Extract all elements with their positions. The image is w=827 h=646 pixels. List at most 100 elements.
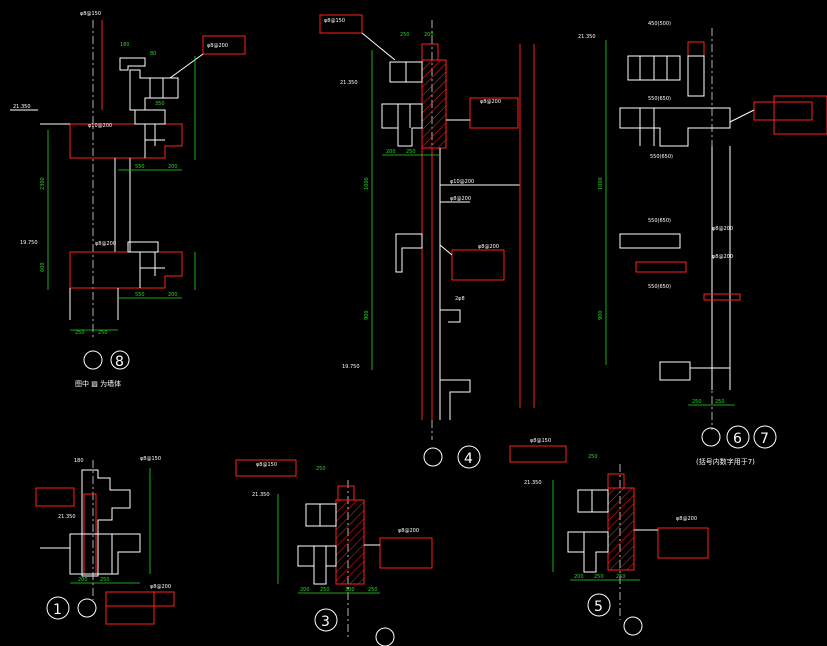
svg-text:21.350: 21.350 bbox=[340, 80, 358, 86]
svg-text:1: 1 bbox=[53, 602, 62, 618]
svg-text:200: 200 bbox=[168, 292, 178, 298]
section-mark-7 bbox=[753, 425, 777, 449]
svg-text:600: 600 bbox=[40, 262, 46, 272]
svg-text:300: 300 bbox=[345, 587, 355, 593]
svg-text:250: 250 bbox=[594, 574, 604, 580]
svg-text:φ8@200: φ8@200 bbox=[712, 226, 733, 232]
svg-text:1000: 1000 bbox=[364, 177, 370, 190]
level-label: 19.750 bbox=[20, 240, 38, 246]
svg-text:2φ8: 2φ8 bbox=[455, 296, 465, 302]
svg-text:φ8@150: φ8@150 bbox=[256, 462, 277, 468]
section-mark-6 bbox=[726, 425, 750, 449]
svg-text:5: 5 bbox=[594, 599, 603, 615]
svg-text:200: 200 bbox=[168, 164, 178, 170]
wall-hatch bbox=[421, 59, 447, 149]
svg-text:21.350: 21.350 bbox=[524, 480, 542, 486]
svg-text:φ8@200: φ8@200 bbox=[95, 241, 116, 247]
leader-line bbox=[169, 53, 204, 79]
svg-text:180: 180 bbox=[120, 42, 130, 48]
callout-box bbox=[35, 487, 75, 507]
section-mark-4 bbox=[457, 445, 481, 469]
svg-text:φ8@150: φ8@150 bbox=[324, 18, 345, 24]
section-mark-3 bbox=[314, 608, 338, 632]
svg-text:6: 6 bbox=[733, 431, 742, 447]
svg-text:φ10@200: φ10@200 bbox=[450, 179, 474, 185]
svg-text:φ8@200: φ8@200 bbox=[712, 254, 733, 260]
svg-text:φ8@150: φ8@150 bbox=[530, 438, 551, 444]
roof-beam bbox=[69, 123, 183, 159]
svg-text:8: 8 bbox=[115, 354, 124, 370]
callout-box bbox=[509, 445, 567, 463]
svg-text:φ8@200: φ8@200 bbox=[478, 244, 499, 250]
callout-box bbox=[379, 537, 433, 569]
svg-text:550(650): 550(650) bbox=[648, 218, 671, 224]
svg-text:80: 80 bbox=[150, 51, 156, 57]
callout-box bbox=[105, 591, 155, 625]
svg-text:1000: 1000 bbox=[598, 177, 604, 190]
section-5-detail: φ8@150 φ8@200 21.350 200 250 250 250 5 bbox=[509, 438, 709, 636]
svg-text:3: 3 bbox=[321, 614, 330, 630]
svg-text:250: 250 bbox=[715, 399, 725, 405]
svg-text:250: 250 bbox=[316, 466, 326, 472]
rebar-label: φ8@150 bbox=[80, 11, 101, 17]
svg-text:250: 250 bbox=[616, 574, 626, 580]
section-8-detail: φ8@150 φ8@200 21.350 19.750 2300 600 bbox=[10, 11, 246, 388]
callout-box bbox=[451, 249, 505, 281]
section-mark-8 bbox=[110, 350, 130, 370]
svg-text:900: 900 bbox=[598, 310, 604, 320]
svg-text:19.750: 19.750 bbox=[342, 364, 360, 370]
svg-text:250: 250 bbox=[368, 587, 378, 593]
svg-text:550(650): 550(650) bbox=[648, 96, 671, 102]
callout-text: φ8@200 bbox=[207, 43, 228, 49]
svg-text:550(650): 550(650) bbox=[650, 154, 673, 160]
section-4-detail: φ8@150 φ8@200 φ10@200 φ8@200 φ8@200 2φ8 bbox=[319, 14, 535, 469]
svg-text:250: 250 bbox=[400, 32, 410, 38]
callout-box bbox=[469, 97, 519, 129]
section-mark-5 bbox=[587, 593, 611, 617]
section-mark-1 bbox=[46, 596, 70, 620]
svg-text:550: 550 bbox=[135, 292, 145, 298]
callout-box bbox=[753, 101, 813, 121]
svg-text:200: 200 bbox=[574, 574, 584, 580]
svg-text:900: 900 bbox=[364, 310, 370, 320]
section-6-7-detail: 450(500) 550(650) 550(650) 21.350 550(65… bbox=[578, 21, 827, 466]
svg-text:2300: 2300 bbox=[40, 177, 46, 190]
svg-text:200: 200 bbox=[300, 587, 310, 593]
svg-text:φ8@200: φ8@200 bbox=[450, 196, 471, 202]
wall-hatch bbox=[335, 499, 365, 585]
callout-box bbox=[235, 459, 297, 477]
svg-text:450(500): 450(500) bbox=[648, 21, 671, 27]
svg-text:250: 250 bbox=[692, 399, 702, 405]
svg-text:250: 250 bbox=[98, 330, 108, 336]
svg-text:4: 4 bbox=[464, 451, 473, 467]
svg-text:200: 200 bbox=[424, 32, 434, 38]
section-1-detail: 21.350 200 250 φ8@200 φ8@150 180 1 bbox=[35, 456, 175, 625]
svg-text:21.350: 21.350 bbox=[58, 514, 76, 520]
svg-text:21.350: 21.350 bbox=[578, 34, 596, 40]
svg-text:21.350: 21.350 bbox=[252, 492, 270, 498]
svg-text:φ8@200: φ8@200 bbox=[480, 99, 501, 105]
floor-beam bbox=[69, 251, 183, 289]
svg-text:250: 250 bbox=[75, 330, 85, 336]
note-67: (括号内数字用于7) bbox=[696, 457, 755, 466]
svg-text:250: 250 bbox=[406, 149, 416, 155]
svg-text:200: 200 bbox=[386, 149, 396, 155]
svg-text:7: 7 bbox=[760, 431, 769, 447]
section-3-detail: φ8@150 φ8@200 21.350 200 250 300 250 250… bbox=[235, 459, 433, 646]
svg-text:250: 250 bbox=[320, 587, 330, 593]
svg-text:φ8@200: φ8@200 bbox=[676, 516, 697, 522]
svg-text:φ8@150: φ8@150 bbox=[140, 456, 161, 462]
svg-text:200: 200 bbox=[78, 577, 88, 583]
parapet-cap bbox=[119, 57, 146, 71]
svg-text:180: 180 bbox=[74, 458, 84, 464]
wall-hatch bbox=[607, 487, 635, 571]
legend-note: 图中 ▨ 为墙体 bbox=[75, 379, 121, 388]
svg-text:250: 250 bbox=[588, 454, 598, 460]
svg-text:250: 250 bbox=[100, 577, 110, 583]
svg-text:550(650): 550(650) bbox=[648, 284, 671, 290]
callout-box bbox=[202, 35, 246, 55]
parapet-beam bbox=[129, 69, 179, 111]
svg-text:φ10@200: φ10@200 bbox=[88, 123, 112, 129]
svg-text:φ8@200: φ8@200 bbox=[150, 584, 171, 590]
svg-text:350: 350 bbox=[155, 101, 165, 107]
